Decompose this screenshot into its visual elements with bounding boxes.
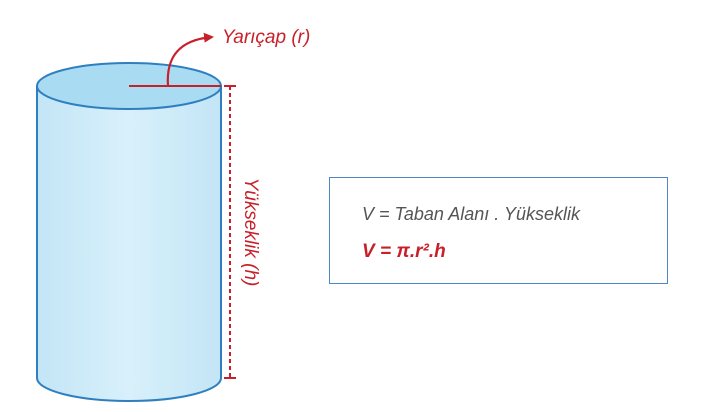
formula-box: V = Taban Alanı . Yükseklik V = π.r².h bbox=[329, 177, 668, 284]
height-label: Yükseklik (h) bbox=[240, 178, 261, 287]
radius-arrow-icon bbox=[166, 32, 214, 87]
volume-formula-specific: V = π.r².h bbox=[362, 241, 446, 262]
volume-formula-general: V = Taban Alanı . Yükseklik bbox=[362, 204, 580, 224]
cylinder-body bbox=[36, 85, 222, 402]
radius-label: Yarıçap (r) bbox=[222, 27, 310, 48]
